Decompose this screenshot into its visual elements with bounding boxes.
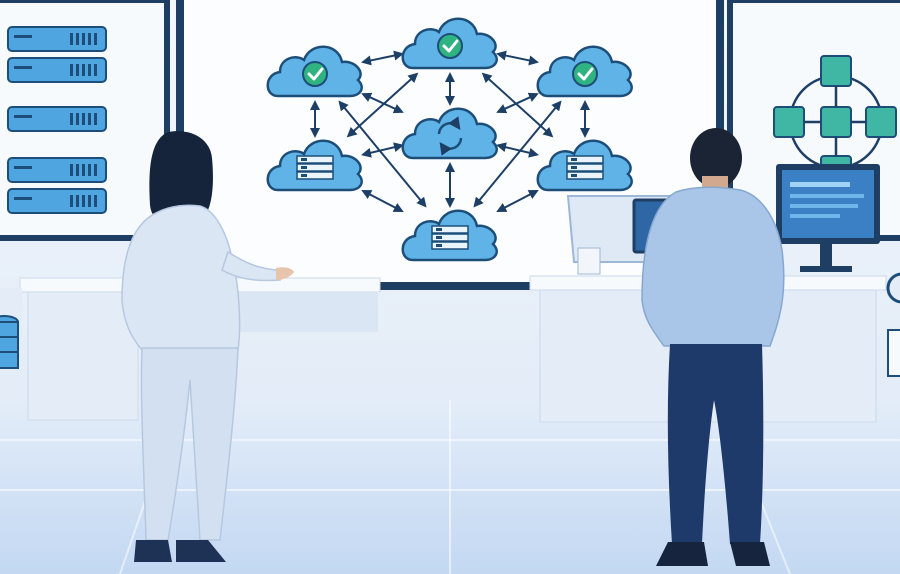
check-icon	[302, 61, 328, 87]
cloud-node-bottom	[401, 209, 498, 262]
cloud-node-center	[401, 107, 498, 160]
cloud-node-mid-left	[266, 139, 363, 192]
gauge-icon	[886, 272, 900, 377]
server-rack-icon	[7, 26, 107, 214]
cloud-node-mid-right	[536, 139, 633, 192]
cloud-node-top-left	[266, 45, 363, 98]
cloud-node-top-right	[536, 45, 633, 98]
desktop-monitor	[776, 164, 880, 272]
network-link-arrow	[361, 189, 404, 213]
server-icon	[431, 225, 469, 250]
right-display-panel	[727, 0, 900, 241]
database-icon	[0, 315, 19, 369]
network-link-arrow	[346, 72, 419, 138]
flow-diagram-icon	[773, 55, 897, 173]
check-icon	[572, 61, 598, 87]
network-clouds	[266, 17, 633, 262]
server-icon	[566, 155, 604, 180]
cloud-node-top-center	[401, 17, 498, 70]
sync-icon	[437, 116, 463, 156]
network-link-arrow	[496, 189, 539, 213]
cloud-icon	[401, 107, 498, 160]
man-figure	[641, 128, 785, 566]
server-icon	[296, 155, 334, 180]
network-link-arrow	[496, 50, 539, 66]
woman-figure	[121, 131, 294, 562]
left-display-panel	[0, 0, 170, 241]
network-link-arrow	[361, 50, 404, 66]
check-icon	[437, 33, 463, 59]
network-links	[310, 50, 590, 213]
network-link-arrow	[481, 72, 554, 138]
